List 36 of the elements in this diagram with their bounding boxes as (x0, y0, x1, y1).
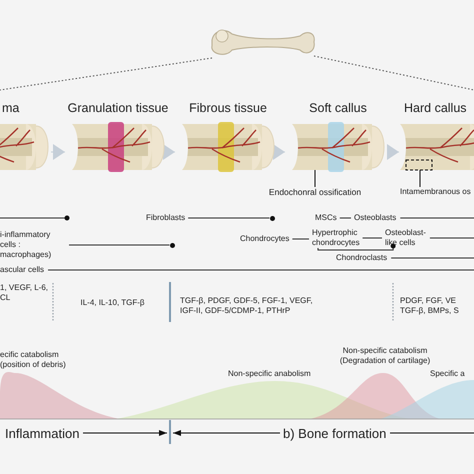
phase-label: b) Bone formation (283, 426, 386, 441)
stage-title: Hard callus (403, 100, 468, 117)
cell-type-label: MSCs (315, 213, 337, 223)
leader-line (314, 168, 316, 188)
cell-type-label: Osteoblast-like cells (385, 228, 426, 248)
cell-type-label: Chondroclasts (336, 253, 388, 263)
stage-title: Granulation tissue (66, 100, 170, 117)
curve-label: Non-specific anabolism (228, 369, 311, 379)
cell-type-label: Chondrocytes (240, 234, 290, 244)
cell-type-label: Osteoblasts (354, 213, 396, 223)
cell-type-label: Hypertrophic chondrocytes (312, 228, 360, 248)
cell-type-label: Endochonral ossification (240, 187, 390, 197)
chevron-arrow (387, 144, 400, 160)
curve-label: Specific a (430, 369, 465, 379)
cell-type-label: Fibroblasts (146, 213, 186, 223)
cell-type-label: ascular cells (0, 265, 44, 275)
connector-line (318, 244, 396, 250)
duration-line (68, 244, 170, 246)
stage-title: ma (1, 100, 20, 117)
cell-type-label: i-inflammatory cells : macrophages) (0, 230, 66, 260)
cytokine-list: IL-4, IL-10, TGF-β (60, 298, 165, 308)
stage-title: Soft callus (308, 100, 368, 117)
chevron-arrow (50, 144, 66, 160)
connector-line (292, 238, 310, 240)
phase-label: Inflammation (5, 426, 80, 441)
cytokine-list: PDGF, FGF, VE TGF-β, BMPs, S (400, 296, 472, 316)
chevron-arrow (163, 144, 176, 160)
stage-title: Fibrous tissue (188, 100, 268, 117)
cytokine-list: TGF-β, PDGF, GDF-5, FGF-1, VEGF, IGF-II, GDF-5/CDMP-1, PTHrP (180, 296, 330, 316)
curve-label: Non-specific catabolism (Degradation of cartilage) (338, 346, 432, 366)
cytokine-list: 1, VEGF, L-6, CL (0, 283, 50, 303)
chevron-arrow (273, 144, 286, 160)
cell-type-label: Intamembranous os (400, 187, 471, 197)
end-dot (170, 242, 174, 248)
curve-label: ecific catabolism (position of debris) (0, 350, 67, 370)
end-dot (270, 216, 274, 220)
